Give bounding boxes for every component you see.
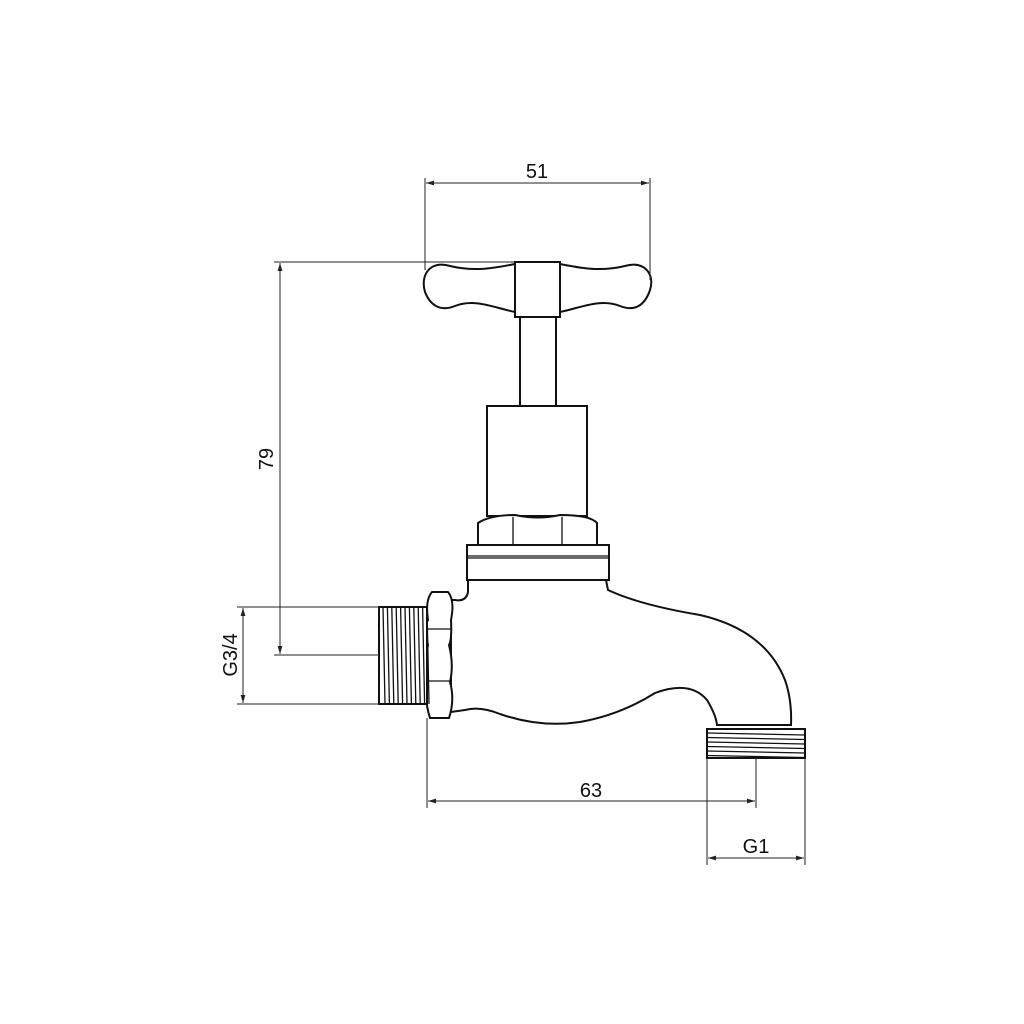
thread-line <box>391 606 395 705</box>
hex-nut <box>477 513 598 546</box>
dimension-63: 63 <box>426 718 757 808</box>
thread-line <box>386 606 391 705</box>
dimension-g3-4: G3/4 <box>220 606 379 705</box>
thread-line <box>408 606 413 705</box>
outlet-thread <box>706 728 806 759</box>
inlet-thread <box>378 606 430 705</box>
dimension-label-63: 63 <box>580 780 602 802</box>
thread-line <box>421 606 426 705</box>
handle-hub <box>514 261 561 318</box>
thread-line <box>382 606 386 705</box>
bonnet <box>486 405 588 517</box>
dimension-51: 51 <box>424 161 651 280</box>
thread-line <box>426 606 430 705</box>
thread-line <box>706 736 806 741</box>
dimension-label-g1: G1 <box>743 836 770 858</box>
thread-line <box>395 606 399 705</box>
thread-line <box>399 606 404 705</box>
thread-line <box>413 606 417 705</box>
dimension-g1: G1 <box>706 758 806 865</box>
thread-line <box>404 606 408 705</box>
dimension-label-79: 79 <box>256 448 278 470</box>
thread-line <box>706 741 806 745</box>
dimension-label-g3-4: G3/4 <box>220 633 242 676</box>
thread-line <box>417 606 421 705</box>
thread-line <box>706 750 806 754</box>
faucet-body <box>450 579 793 726</box>
dimension-79: 79 <box>256 261 515 656</box>
thread-line <box>706 745 806 750</box>
thread-line <box>706 732 806 736</box>
flange <box>466 544 610 581</box>
t-handle <box>422 261 653 409</box>
inlet-hex <box>425 591 454 719</box>
dimension-label-51: 51 <box>526 161 548 183</box>
thread-line <box>706 754 806 759</box>
